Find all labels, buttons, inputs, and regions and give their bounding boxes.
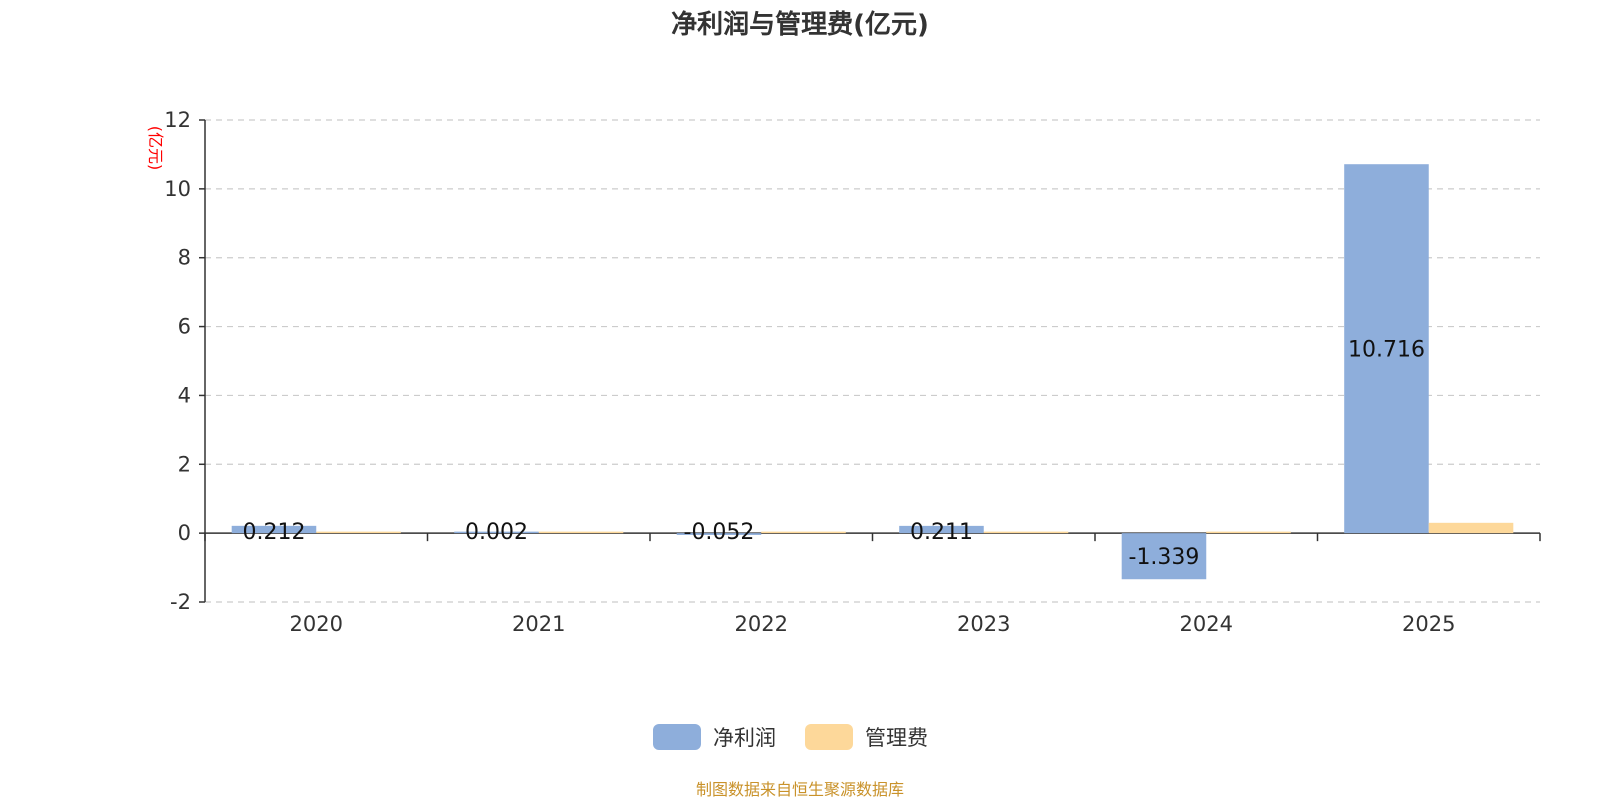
x-tick-label: 2020 bbox=[290, 612, 343, 636]
bars bbox=[231, 164, 1514, 580]
y-tick-label: 6 bbox=[178, 315, 191, 339]
data-label: 0.211 bbox=[910, 520, 973, 545]
bar bbox=[899, 525, 984, 534]
bar bbox=[1428, 522, 1514, 534]
x-tick-label: 2024 bbox=[1180, 612, 1233, 636]
x-tick-label: 2025 bbox=[1402, 612, 1455, 636]
bar bbox=[676, 533, 762, 535]
bar bbox=[1121, 533, 1207, 580]
data-label: 0.212 bbox=[242, 520, 305, 545]
y-tick-label: 4 bbox=[178, 383, 191, 407]
y-tick-label: 8 bbox=[178, 246, 191, 270]
axes: -2 0 2 4 6 8 10 12 2020 2021 2022 2023 2024 2025 bbox=[164, 108, 1541, 636]
y-tick-label: 12 bbox=[164, 108, 191, 132]
data-label: 0.002 bbox=[465, 520, 528, 545]
legend-swatch[interactable] bbox=[653, 724, 701, 750]
data-label: 10.716 bbox=[1348, 338, 1425, 363]
x-tick-label: 2023 bbox=[957, 612, 1010, 636]
bar bbox=[316, 531, 401, 534]
bar bbox=[538, 531, 624, 534]
source-note: 制图数据来自恒生聚源数据库 bbox=[696, 780, 904, 799]
gridlines bbox=[205, 119, 1540, 603]
y-tick-label: 2 bbox=[178, 452, 191, 476]
data-label: -1.339 bbox=[1129, 545, 1200, 570]
bar bbox=[231, 525, 317, 534]
chart-title: 净利润与管理费(亿元) bbox=[671, 9, 929, 40]
y-tick-label: 10 bbox=[164, 177, 191, 201]
data-labels: 0.212 0.002 -0.052 0.211 -1.339 10.716 bbox=[242, 338, 1424, 571]
y-axis-unit-label: (亿元) bbox=[146, 126, 165, 171]
legend: 净利润 管理费 bbox=[653, 724, 928, 750]
legend-label[interactable]: 管理费 bbox=[865, 726, 928, 750]
bar bbox=[1344, 164, 1429, 534]
bar bbox=[761, 531, 846, 534]
y-tick-label: -2 bbox=[170, 590, 191, 614]
bar bbox=[983, 531, 1069, 534]
x-tick-label: 2022 bbox=[735, 612, 788, 636]
bar bbox=[454, 531, 539, 534]
bar bbox=[1206, 531, 1291, 534]
legend-label[interactable]: 净利润 bbox=[713, 726, 776, 750]
legend-swatch[interactable] bbox=[805, 724, 853, 750]
y-tick-label: 0 bbox=[178, 521, 191, 545]
x-tick-label: 2021 bbox=[512, 612, 565, 636]
data-label: -0.052 bbox=[684, 520, 755, 545]
